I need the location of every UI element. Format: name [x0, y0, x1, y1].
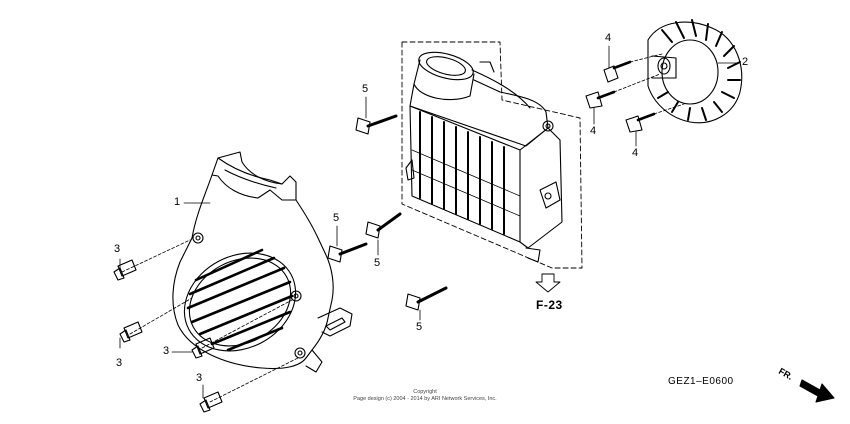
screw-3a [113, 239, 191, 281]
fan-cover-shroud [172, 151, 353, 373]
front-direction-arrow-icon [799, 379, 835, 403]
callout-part-4: 4 [590, 125, 597, 137]
callout-part-3: 3 [114, 243, 121, 255]
callout-part-1: 1 [174, 196, 181, 208]
callout-part-5: 5 [362, 83, 369, 95]
callout-part-5: 5 [333, 212, 340, 224]
screw-3b [119, 297, 193, 343]
leader-lines [119, 45, 739, 399]
fan-flywheel [647, 19, 743, 124]
bolt-4a [603, 53, 663, 83]
callout-part-5: 5 [416, 321, 423, 333]
screw-3d [199, 357, 299, 413]
callout-part-3: 3 [163, 345, 170, 357]
callout-part-2: 2 [742, 56, 749, 68]
reference-arrow [535, 273, 561, 293]
callout-part-5: 5 [374, 257, 381, 269]
radiator-assembly [401, 41, 583, 269]
callout-part-3: 3 [116, 357, 123, 369]
callout-part-4: 4 [605, 32, 612, 44]
section-reference-label: F-23 [536, 298, 563, 312]
diagram-code: GEZ1–E0600 [668, 376, 734, 387]
bolt-5b [327, 242, 368, 263]
bolt-5d [405, 286, 448, 311]
bolt-4b [585, 73, 661, 109]
bolt-4c [625, 103, 685, 133]
callout-part-4: 4 [632, 147, 639, 159]
copyright-line-2: Page design (c) 2004 - 2014 by ARI Netwo… [353, 396, 497, 402]
bolt-5c [365, 212, 402, 239]
copyright-notice: Copyright Page design (c) 2004 - 2014 by… [300, 389, 550, 403]
fan-cover-grille [183, 248, 297, 352]
bolt-5a [355, 114, 398, 135]
callout-part-3: 3 [196, 372, 203, 384]
screw-3c [191, 299, 293, 359]
copyright-line-1: Copyright [413, 389, 437, 395]
